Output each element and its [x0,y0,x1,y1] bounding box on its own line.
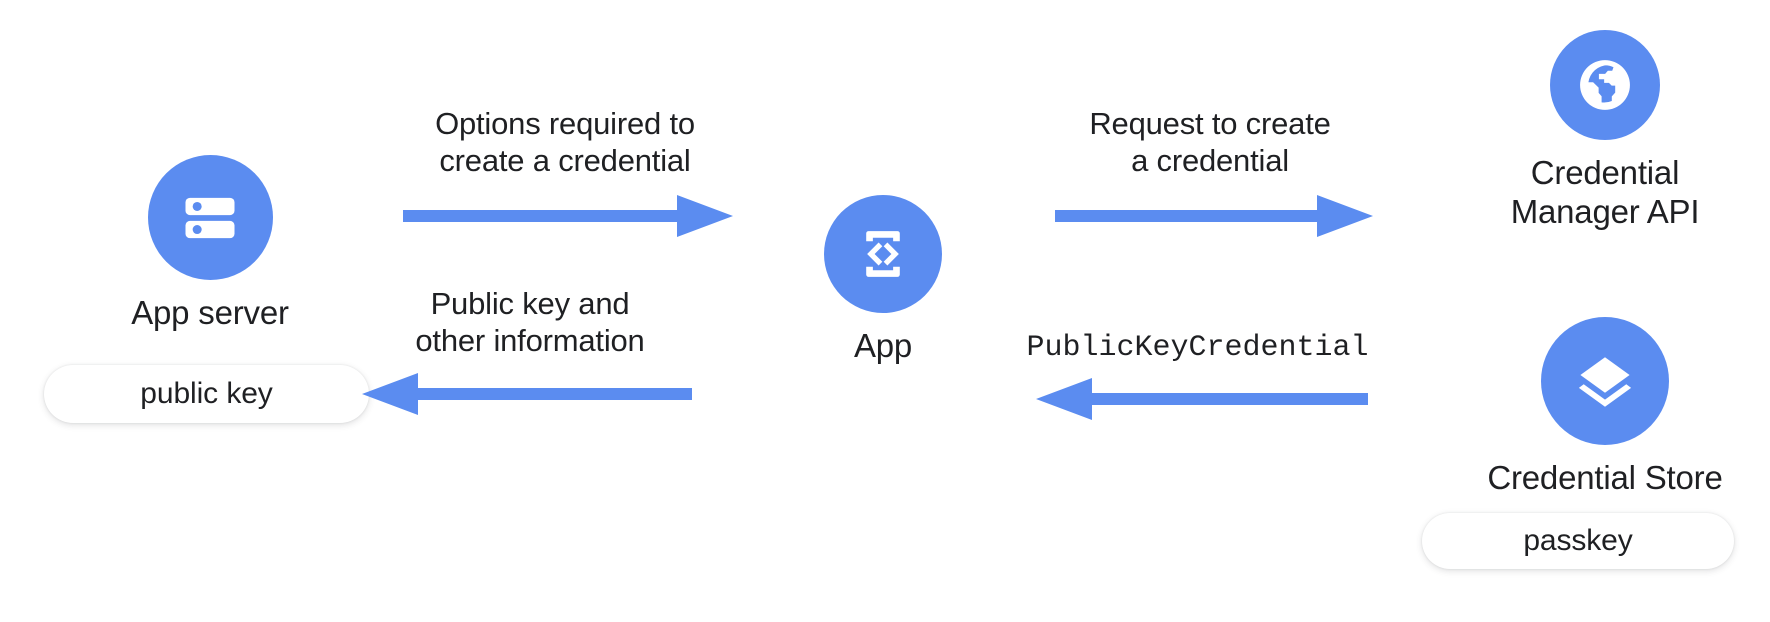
node-label: App server [131,294,289,331]
flow-public-key-and-other-information: Public key and other information [350,285,710,419]
node-label: Credential Manager API [1510,154,1700,230]
node-credential-store: Credential Store [1440,317,1770,498]
arrow-right-icon [403,195,733,238]
flow-request-to-create: Request to create a credential [1035,105,1385,241]
flow-label: Public key and other information [415,286,645,359]
node-label: App [853,327,913,364]
flow-options-required: Options required to create a credential [385,105,745,241]
server-icon [147,155,273,280]
flow-public-key-credential: PublicKeyCredential [1015,330,1380,424]
flow-label: Options required to create a credential [435,106,695,179]
node-app: App [818,195,948,366]
pill-label: passkey [1523,524,1633,557]
arrow-left-icon [1036,378,1368,420]
node-label: Credential Store [1487,459,1723,496]
pill-label: public key [140,377,273,410]
node-credential-manager-api: Credential Manager API [1460,30,1750,232]
globe-icon [1550,30,1660,140]
arrow-left-icon [362,373,692,416]
node-app-server: App server [120,155,300,333]
flow-label: PublicKeyCredential [1026,331,1369,365]
passkey-pill: passkey [1422,513,1734,569]
arrow-right-icon [1055,195,1373,238]
public-key-pill: public key [44,365,369,423]
layers-icon [1541,317,1669,445]
app-code-device-icon [824,195,942,313]
flow-label: Request to create a credential [1089,106,1331,179]
